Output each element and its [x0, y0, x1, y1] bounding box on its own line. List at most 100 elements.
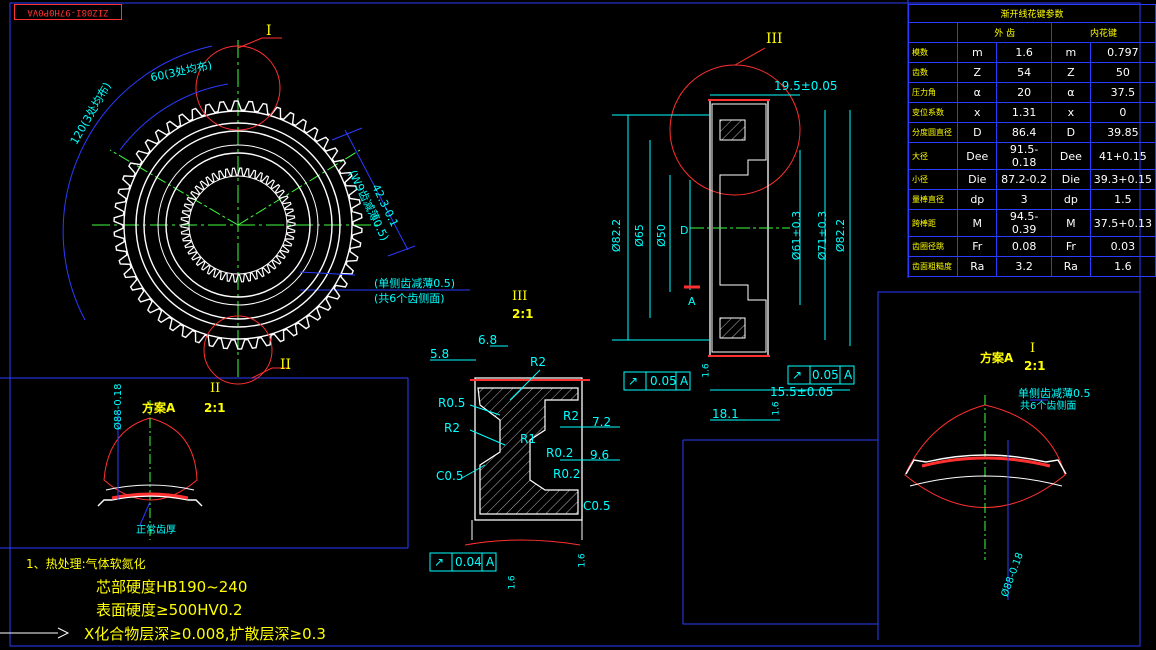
table-cell-s1: Z: [957, 62, 998, 83]
dim-dia-82-2-right: Ø82.2: [834, 218, 848, 253]
detail-iii-geometry: [429, 345, 620, 572]
table-cell-v2: 0.797: [1089, 42, 1156, 63]
table-cell-v2: 41+0.15: [1089, 142, 1156, 170]
roughness-section-b: 1.6: [771, 401, 782, 416]
table-cell-s2: D: [1050, 122, 1091, 143]
table-cell-s2: Ra: [1050, 256, 1091, 277]
table-cell-name: 大径: [907, 142, 959, 170]
dim-dia-82-2-left: Ø82.2: [610, 218, 624, 253]
table-cell-v1: 1.6: [996, 42, 1052, 63]
detail-i-roman: I: [1030, 341, 1036, 356]
table-cell-s1: M: [957, 209, 998, 237]
table-cell-name: 模数: [907, 42, 959, 63]
dim-19-5: 19.5±0.05: [774, 79, 838, 93]
detail-ii-diameter: Ø88-0.18: [113, 383, 124, 430]
table-cell-name: 压力角: [907, 82, 959, 103]
table-cell-name: 量棒直径: [907, 189, 959, 210]
tolerance-symbol-right: ↗: [792, 368, 803, 382]
table-cell-v1: 3: [996, 189, 1052, 210]
section-iii-marker: III: [766, 31, 783, 47]
table-cell-s2: Dee: [1050, 142, 1091, 170]
chamfer-c0-5-right: C0.5: [583, 499, 611, 513]
dim-d: D: [680, 224, 689, 237]
radius-r2-left: R2: [444, 421, 460, 435]
radius-r2-right: R2: [563, 409, 579, 423]
dim-9-6: 9.6: [590, 448, 610, 462]
tolerance-ref-iii: A: [486, 555, 495, 569]
detail-ii-scheme: 方案A: [142, 401, 176, 415]
table-cell-s1: dp: [957, 189, 998, 210]
radius-r1: R1: [520, 432, 536, 446]
note-arrow: [0, 627, 70, 639]
dim-dia-61: Ø61±0.3: [790, 210, 804, 261]
table-cell-v2: 0.03: [1089, 236, 1156, 257]
table-cell-s2: m: [1050, 42, 1091, 63]
detail-ii-roman: II: [210, 381, 221, 396]
note-heat-treatment: 1、热处理:气体软氮化: [26, 557, 146, 571]
table-cell-name: 齿圈径跳: [907, 236, 959, 257]
table-cell-v1: 3.2: [996, 256, 1052, 277]
table-cell-s1: D: [957, 122, 998, 143]
note-single-side-thinning: (单侧齿减薄0.5): [374, 277, 456, 290]
datum-a: A: [688, 295, 696, 308]
radius-r0-2-b: R0.2: [553, 467, 581, 481]
table-cell-s2: Die: [1050, 169, 1091, 190]
table-cell-s1: Fr: [957, 236, 998, 257]
tolerance-value-right: 0.05: [812, 368, 839, 382]
table-cell-name: 跨棒距: [907, 209, 959, 237]
table-cell-s1: Dee: [957, 142, 998, 170]
table-cell-s2: dp: [1050, 189, 1091, 210]
table-cell-v2: 39.85: [1089, 122, 1156, 143]
table-cell-s1: α: [957, 82, 998, 103]
table-cell-v1: 1.31: [996, 102, 1052, 123]
drawing-number-stamp: ZIZ08I-97H0P0VA: [14, 4, 122, 20]
table-cell-v2: 1.5: [1089, 189, 1156, 210]
detail-marker-i: I: [266, 23, 272, 39]
table-corner: [907, 22, 959, 43]
chamfer-c0-5-left: C0.5: [436, 469, 464, 483]
detail-i-thinning: 单侧齿减薄0.5: [1018, 387, 1091, 400]
table-cell-v2: 37.5+0.13: [1089, 209, 1156, 237]
tolerance-symbol-iii: ↗: [434, 555, 445, 569]
detail-marker-ii: II: [280, 357, 292, 373]
tolerance-symbol-left: ↗: [628, 374, 639, 388]
note-layer-depth: X化合物层深≥0.008,扩散层深≥0.3: [84, 625, 326, 643]
dim-dia-50: Ø50: [654, 224, 668, 247]
front-view: [62, 37, 416, 385]
dim-15-5: 15.5±0.05: [770, 385, 834, 399]
table-cell-v1: 91.5-0.18: [996, 142, 1052, 170]
tolerance-ref-right: A: [844, 368, 853, 382]
tolerance-value-left: 0.05: [650, 374, 677, 388]
table-cell-s2: M: [1050, 209, 1091, 237]
col-external-header: 外 齿: [957, 22, 1052, 43]
note-six-tooth-flanks: (共6个齿侧面): [374, 292, 445, 305]
table-cell-name: 变位系数: [907, 102, 959, 123]
roughness-iii-a: 1.6: [507, 575, 518, 590]
table-cell-v2: 0: [1089, 102, 1156, 123]
table-cell-s2: Z: [1050, 62, 1091, 83]
table-cell-s1: x: [957, 102, 998, 123]
radius-r0-2-a: R0.2: [546, 446, 574, 460]
table-cell-s1: Die: [957, 169, 998, 190]
detail-ii-scale: 2:1: [204, 401, 226, 415]
table-cell-v1: 87.2-0.2: [996, 169, 1052, 190]
detail-i-scale: 2:1: [1024, 359, 1046, 373]
detail-iii-scale: 2:1: [512, 307, 534, 321]
table-title: 渐开线花键参数: [908, 4, 1156, 23]
detail-ii-geometry: [97, 400, 203, 540]
detail-i-geometry: [904, 395, 1067, 600]
tolerance-value-iii: 0.04: [455, 555, 482, 569]
radius-r2-top: R2: [530, 355, 546, 369]
table-cell-v2: 37.5: [1089, 82, 1156, 103]
tolerance-ref-left: A: [680, 374, 689, 388]
note-core-hardness: 芯部硬度HB190~240: [96, 578, 248, 596]
detail-iii-roman: III: [512, 289, 528, 304]
